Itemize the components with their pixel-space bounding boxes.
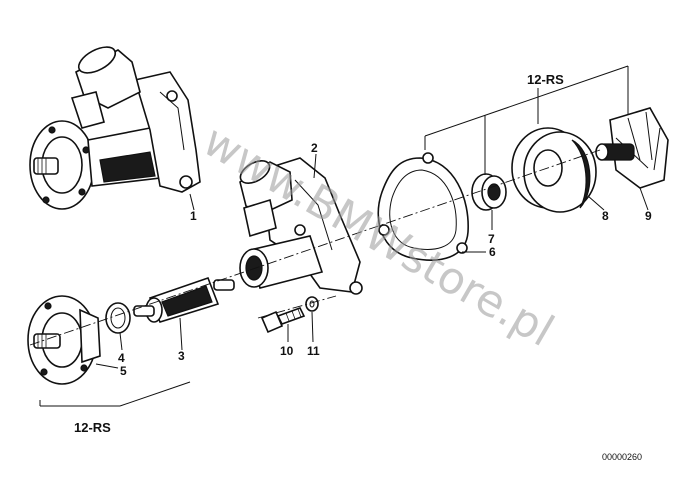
callout-2: 2 (311, 141, 318, 155)
impeller (595, 107, 669, 189)
callout-3: 3 (178, 349, 185, 363)
bolt (260, 307, 306, 334)
diagram-id: 00000260 (602, 452, 642, 462)
callout-4: 4 (118, 351, 125, 365)
callout-10: 10 (280, 344, 294, 358)
gasket (377, 152, 469, 261)
bearing-shaft (133, 276, 235, 323)
callout-1: 1 (190, 209, 197, 223)
callout-8: 8 (602, 209, 609, 223)
callout-11: 11 (307, 344, 320, 358)
snap-ring (105, 302, 131, 334)
callout-labels: 1 2 3 4 5 6 7 8 9 10 11 12-RS 12-RS (74, 72, 652, 435)
pump-housing (239, 157, 363, 295)
kit-label-top: 12-RS (527, 72, 564, 87)
callout-6: 6 (489, 245, 496, 259)
callout-9: 9 (645, 209, 652, 223)
kit-label-bottom: 12-RS (74, 420, 111, 435)
water-pump-assembled (29, 46, 201, 210)
leader-lines (39, 65, 649, 407)
callout-7: 7 (488, 232, 495, 246)
seal-ring (471, 173, 507, 211)
callout-5: 5 (120, 364, 127, 378)
drive-flange (27, 295, 101, 385)
assembly-centerline (29, 149, 601, 346)
washer (305, 296, 319, 312)
counter-ring (511, 127, 597, 213)
